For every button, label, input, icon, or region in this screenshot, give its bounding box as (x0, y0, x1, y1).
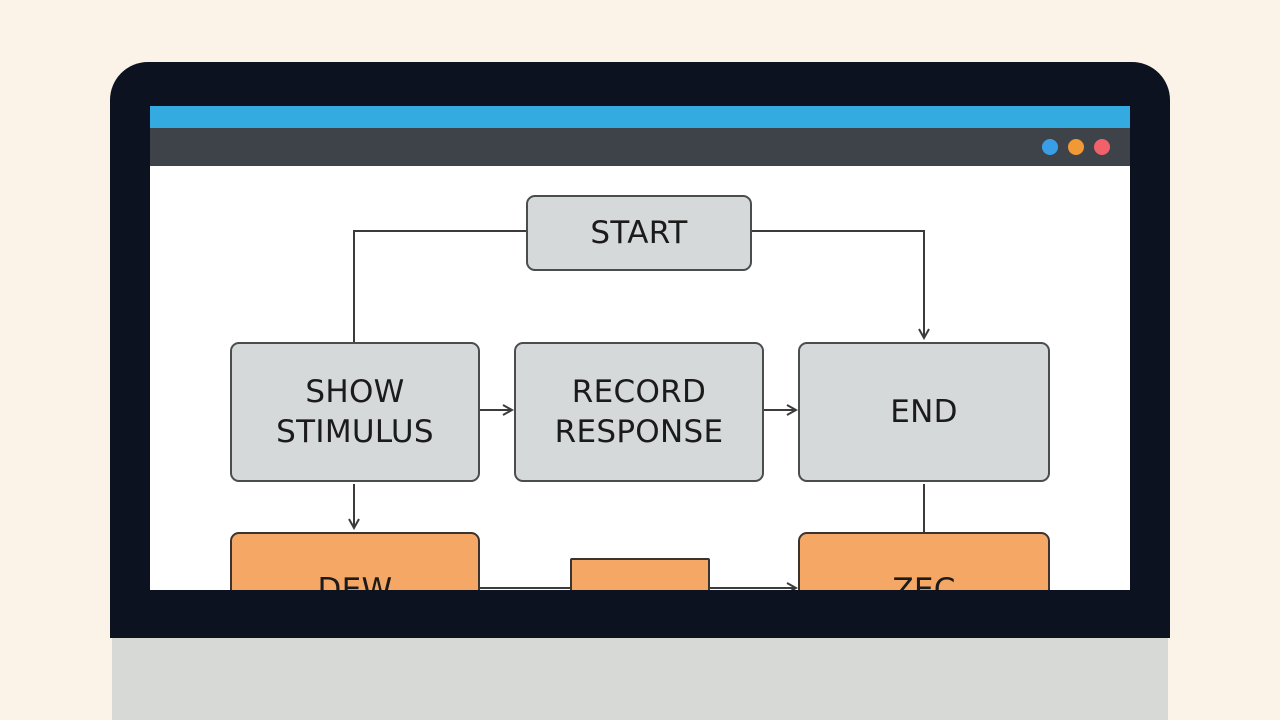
node-bottom-left: DEW (230, 532, 480, 590)
node-end-label: END (890, 394, 958, 430)
monitor-screen: START SHOW STIMULUS RECORD RESPONSE END … (150, 106, 1130, 590)
node-start: START (526, 195, 752, 271)
window-toolbar (150, 128, 1130, 166)
node-bottom-left-label: DEW (317, 572, 393, 590)
window-minimize-dot[interactable] (1042, 139, 1058, 155)
node-start-label: START (590, 215, 688, 251)
node-show-stimulus: SHOW STIMULUS (230, 342, 480, 482)
node-bottom-right: ZEC (798, 532, 1050, 590)
node-show-stimulus-label: SHOW STIMULUS (276, 374, 434, 450)
node-record-response: RECORD RESPONSE (514, 342, 764, 482)
node-record-response-label: RECORD RESPONSE (554, 374, 724, 450)
node-end: END (798, 342, 1050, 482)
window-title-bar (150, 106, 1130, 128)
window-close-dot[interactable] (1094, 139, 1110, 155)
node-bottom-right-label: ZEC (892, 572, 956, 590)
window-maximize-dot[interactable] (1068, 139, 1084, 155)
node-bottom-middle (570, 558, 710, 590)
flowchart-connectors (150, 230, 1130, 590)
monitor-stand (112, 636, 1168, 720)
connector-start-to-end (752, 230, 924, 338)
connector-start-to-show-stimulus (353, 230, 526, 342)
